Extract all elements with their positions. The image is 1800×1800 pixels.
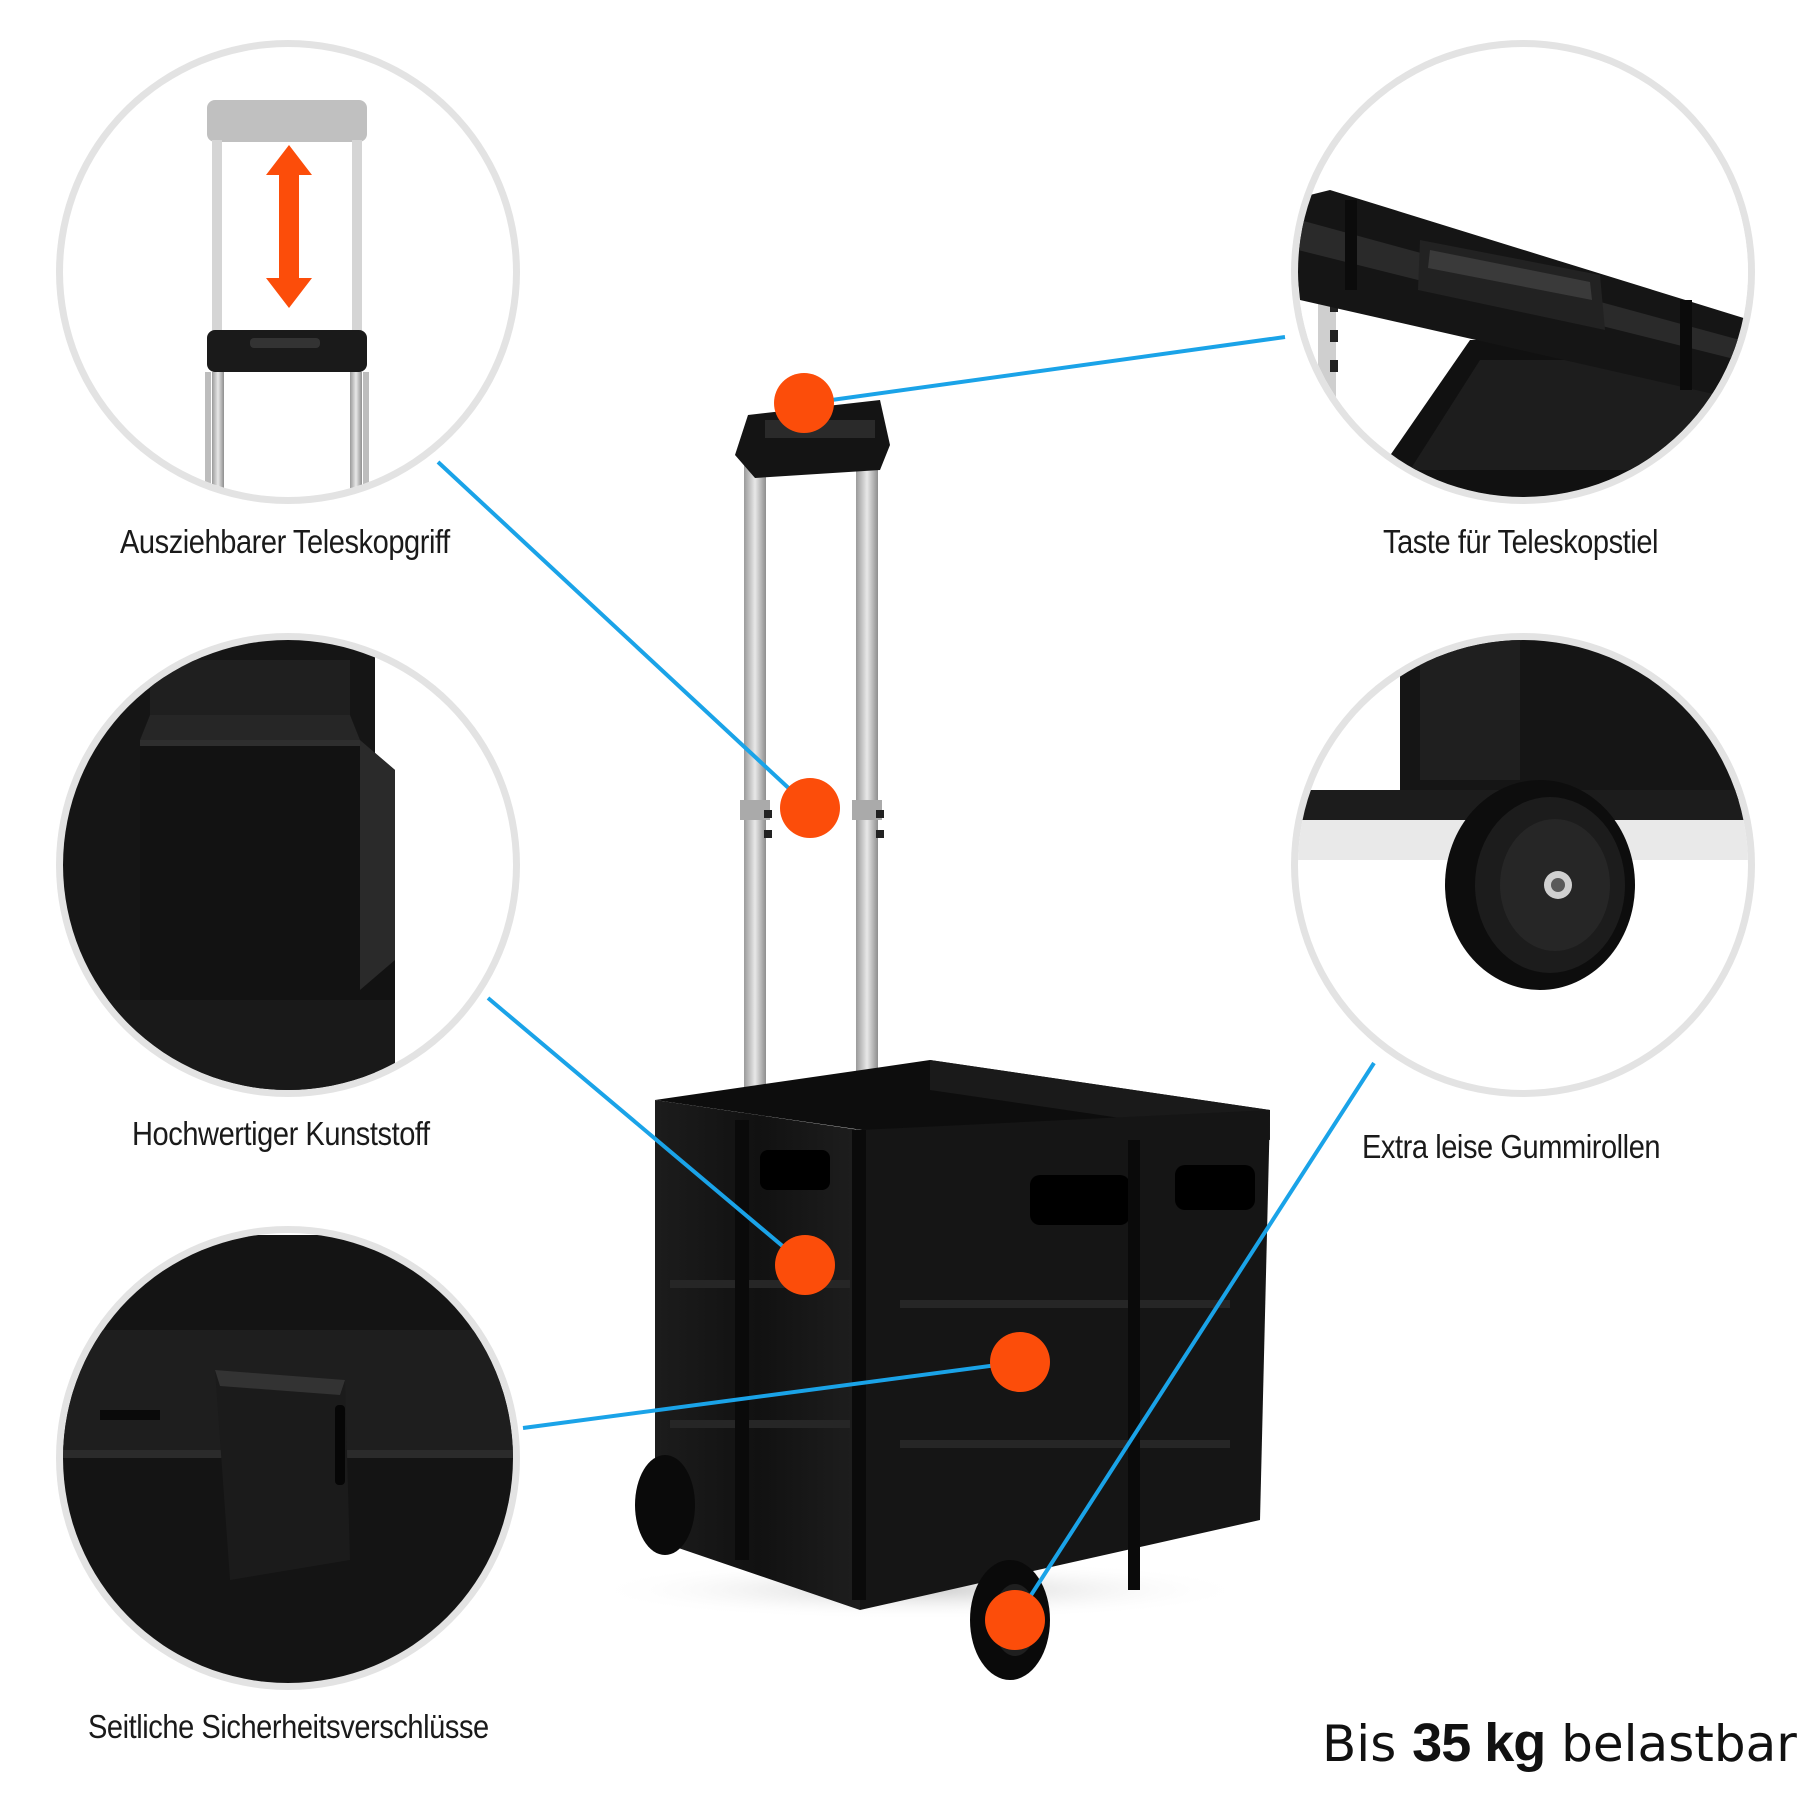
- hotspot-rubber-wheels: [985, 1590, 1045, 1650]
- connector-lines: [436, 335, 1376, 1622]
- capacity-suffix: belastbar: [1561, 1715, 1797, 1773]
- label-telescope-button: Taste für Teleskopstiel: [1383, 523, 1659, 560]
- capacity-claim: Bis 35 kg belastbar: [1322, 1712, 1797, 1774]
- hotspot-telescopic-handle: [780, 778, 840, 838]
- label-quality-plastic: Hochwertiger Kunststoff: [132, 1115, 430, 1152]
- detail-circle-telescopic-handle: [56, 40, 520, 504]
- detail-circle-side-locks: [56, 1226, 520, 1690]
- detail-circle-quality-plastic: [56, 633, 520, 1097]
- detail-circle-telescope-button: [1291, 40, 1755, 504]
- folding-trolley-image: [590, 400, 1270, 1680]
- connector-line-telescope-button: [809, 335, 1286, 405]
- label-telescopic-handle: Ausziehbarer Teleskopgriff: [120, 523, 450, 560]
- connector-line-rubber-wheels: [1013, 1061, 1376, 1622]
- connector-line-telescopic-handle: [436, 460, 812, 810]
- extend-arrow-icon: [266, 145, 312, 308]
- wheel-icon: [1445, 780, 1635, 990]
- hotspot-side-locks: [990, 1332, 1050, 1392]
- label-rubber-wheels: Extra leise Gummirollen: [1362, 1128, 1661, 1165]
- capacity-prefix: Bis: [1322, 1715, 1397, 1773]
- label-side-locks: Seitliche Sicherheitsverschlüsse: [88, 1708, 489, 1745]
- capacity-value: 35 kg: [1412, 1713, 1546, 1773]
- detail-circle-rubber-wheels: [1291, 633, 1755, 1097]
- connector-line-side-locks: [522, 1360, 1021, 1430]
- connector-line-quality-plastic: [486, 996, 807, 1267]
- hotspot-quality-plastic: [775, 1235, 835, 1295]
- hotspot-dots: [774, 373, 1050, 1650]
- hotspot-telescope-button: [774, 373, 834, 433]
